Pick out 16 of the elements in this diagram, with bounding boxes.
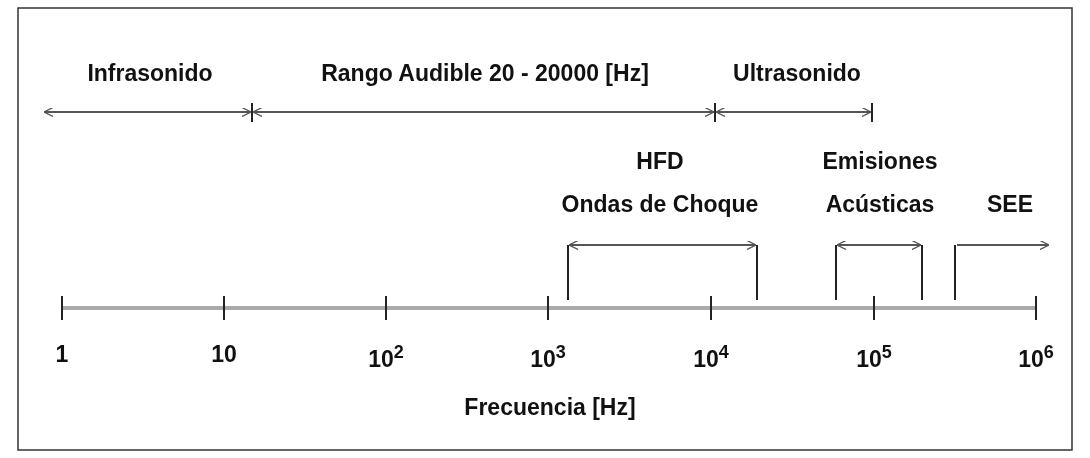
tick-label: 10$^{5}$ [856, 343, 892, 371]
tick-label: 10 [211, 343, 237, 366]
tick-label: 10$^{3}$ [530, 343, 566, 371]
tick-label: 10$^{6}$ [1018, 343, 1054, 371]
range-label: HFD [636, 150, 684, 173]
range-label: Ondas de Choque [561, 193, 759, 216]
range-label: Rango Audible 20 - 20000 [Hz] [321, 62, 649, 85]
tick-label: 10$^{4}$ [693, 343, 729, 371]
range-label: Acústicas [825, 193, 935, 216]
axis-title: Frecuencia [Hz] [464, 396, 636, 419]
range-label: Emisiones [822, 150, 938, 173]
range-label: Infrasonido [87, 62, 213, 85]
range-label: SEE [987, 193, 1033, 216]
tick-label: 1 [55, 343, 69, 366]
range-label: Ultrasonido [733, 62, 861, 85]
tick-label: 10$^{2}$ [368, 343, 404, 371]
